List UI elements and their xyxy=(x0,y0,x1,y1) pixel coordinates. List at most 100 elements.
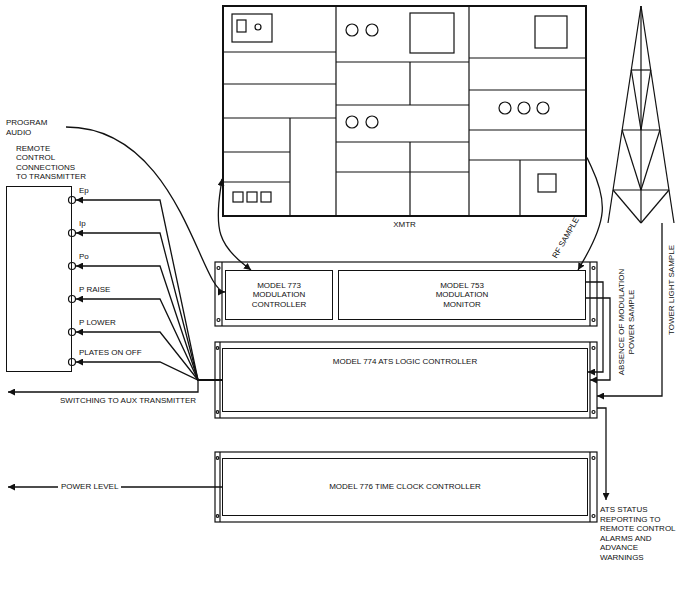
tower-illustration xyxy=(608,6,674,223)
transmitter-illustration xyxy=(468,5,469,217)
module-label: MODEL 776 TIME CLOCK CONTROLLER xyxy=(329,482,481,492)
transmitter-illustration xyxy=(409,142,410,172)
rack-chassis xyxy=(216,515,219,518)
terminal-symbol xyxy=(69,230,76,237)
transmitter-rack: XMTR xyxy=(222,5,587,217)
rack-chassis xyxy=(217,267,220,270)
tower-illustration xyxy=(641,130,660,190)
rack-chassis xyxy=(217,319,220,322)
transmitter-illustration xyxy=(222,5,587,217)
logic-controller-panel: MODEL 774 ATS LOGIC CONTROLLER xyxy=(222,348,588,412)
module-label: MODEL 753 MODULATION MONITOR xyxy=(426,281,498,310)
tower-illustration xyxy=(631,69,650,70)
transmitter-illustration xyxy=(237,20,246,32)
terminal-symbol xyxy=(69,197,76,366)
transmitter-illustration xyxy=(469,57,587,58)
transmitter-illustration xyxy=(222,117,336,118)
output-label: SWITCHING TO AUX TRANSMITTER xyxy=(60,396,196,406)
connector xyxy=(76,332,222,380)
terminal-label: P RAISE xyxy=(79,285,110,295)
connector xyxy=(76,266,222,380)
rack-chassis xyxy=(592,267,595,270)
transmitter-illustration xyxy=(538,174,556,192)
transmitter-illustration xyxy=(469,89,587,90)
transmitter-illustration xyxy=(232,14,272,42)
transmitter-illustration xyxy=(409,172,410,217)
terminal-symbol xyxy=(69,263,76,270)
connector xyxy=(586,282,603,372)
rack-chassis xyxy=(216,411,219,414)
transmitter-illustration xyxy=(261,192,271,202)
terminal-symbol xyxy=(69,359,76,366)
transmitter-illustration xyxy=(336,61,469,62)
tower-illustration xyxy=(622,130,641,190)
transmitter-illustration xyxy=(519,160,520,217)
signal-line xyxy=(597,408,606,500)
connector xyxy=(578,158,602,270)
transmitter-illustration xyxy=(535,16,567,48)
terminal-symbol xyxy=(69,296,76,303)
module-label: MODEL 774 ATS LOGIC CONTROLLER xyxy=(333,357,477,367)
tower-illustration xyxy=(631,70,641,130)
terminal: P LOWER xyxy=(76,318,120,335)
terminal-label: Po xyxy=(79,252,89,262)
transmitter-illustration xyxy=(289,118,290,217)
transmitter-illustration xyxy=(469,129,587,130)
rack-chassis xyxy=(216,347,219,350)
transmitter-illustration xyxy=(410,13,454,53)
tower-illustration xyxy=(641,190,669,223)
terminal-label: Ep xyxy=(79,186,89,196)
signal-line xyxy=(8,380,198,392)
rack-chassis xyxy=(215,262,597,522)
terminal-label: P LOWER xyxy=(79,318,116,328)
signal-label: TOWER LIGHT SAMPLE xyxy=(667,245,677,335)
transmitter-illustration xyxy=(255,24,261,30)
rack-chassis xyxy=(221,262,222,326)
transmitter-illustration xyxy=(409,62,410,105)
connector xyxy=(76,233,222,380)
terminal-strip: REMOTE CONTROL CONNECTIONS TO TRANSMITTE… xyxy=(6,186,72,372)
controller-module: MODEL 773 MODULATION CONTROLLER xyxy=(225,270,333,320)
rack-chassis xyxy=(592,411,595,414)
terminal: PLATES ON OFF xyxy=(76,348,146,365)
tower-illustration xyxy=(613,190,641,223)
transmitter-illustration xyxy=(366,116,378,128)
connector xyxy=(76,200,222,380)
rack-chassis xyxy=(592,457,595,460)
transmitter-illustration xyxy=(222,151,290,152)
signal-line xyxy=(8,127,662,500)
connectors xyxy=(76,158,603,380)
transmitter-illustration xyxy=(335,5,336,217)
signal-line xyxy=(586,298,610,380)
transmitter-illustration xyxy=(336,171,469,172)
rack-chassis xyxy=(589,452,590,522)
terminal-symbol xyxy=(69,329,76,336)
terminal: Po xyxy=(76,252,93,269)
rack-chassis xyxy=(215,262,597,326)
transmitter-illustration xyxy=(469,159,587,160)
connector-label: RF SAMPLE xyxy=(551,216,582,260)
transmitter-illustration xyxy=(336,141,469,142)
rack-chassis xyxy=(592,319,595,322)
rack-chassis xyxy=(589,262,590,326)
rack-chassis xyxy=(216,457,219,460)
connector xyxy=(76,362,222,380)
output-label: POWER LEVEL xyxy=(58,482,121,492)
transmitter-illustration xyxy=(222,83,336,84)
terminal-label: PLATES ON OFF xyxy=(79,348,142,358)
transmitter-illustration xyxy=(247,192,257,202)
transmitter-illustration xyxy=(222,51,336,52)
status-label: ATS STATUS REPORTING TO REMOTE CONTROL A… xyxy=(600,505,678,563)
rack-chassis xyxy=(215,342,597,418)
transmitter-illustration xyxy=(222,181,290,182)
clock-controller-panel: MODEL 776 TIME CLOCK CONTROLLER xyxy=(222,458,588,516)
connector-label: ABSENCE OF MODULATION POWER SAMPLE xyxy=(617,262,636,382)
transmitter-illustration xyxy=(537,102,549,114)
rack-label: XMTR xyxy=(222,220,587,230)
module-label: MODEL 773 MODULATION CONTROLLER xyxy=(248,281,310,310)
terminal-symbol xyxy=(69,197,76,204)
terminal-label: Ip xyxy=(79,219,86,229)
